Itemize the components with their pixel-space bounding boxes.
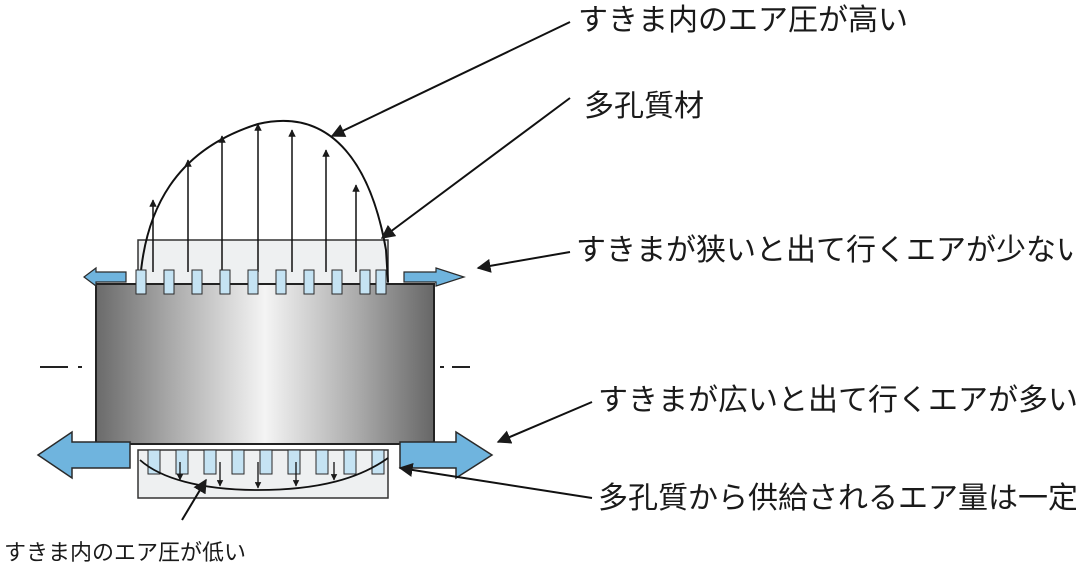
shaft-body xyxy=(95,283,435,445)
narrow-gap-label: すきまが狭いと出て行くエアが少ない xyxy=(576,233,1076,268)
narrow-gap-outflow-arrows xyxy=(83,266,466,288)
high-pressure-arrows xyxy=(149,123,360,272)
porous-material-label: 多孔質材 xyxy=(584,89,704,124)
constant-supply-label: 多孔質から供給されるエア量は一定 xyxy=(598,481,1076,516)
high-pressure-label: すきま内のエア圧が高い xyxy=(578,3,908,38)
wide-gap-outflow-arrows xyxy=(36,430,494,480)
upper-porous-pad xyxy=(137,239,389,287)
wide-gap-label: すきまが広いと出て行くエアが多い xyxy=(598,383,1076,418)
low-pressure-curve xyxy=(139,457,389,491)
leader-lines xyxy=(181,21,593,521)
low-pressure-arrows xyxy=(176,462,338,489)
low-pressure-label: すきま内のエア圧が低い xyxy=(4,541,246,566)
lower-pores xyxy=(147,449,385,475)
upper-pores xyxy=(135,269,387,295)
